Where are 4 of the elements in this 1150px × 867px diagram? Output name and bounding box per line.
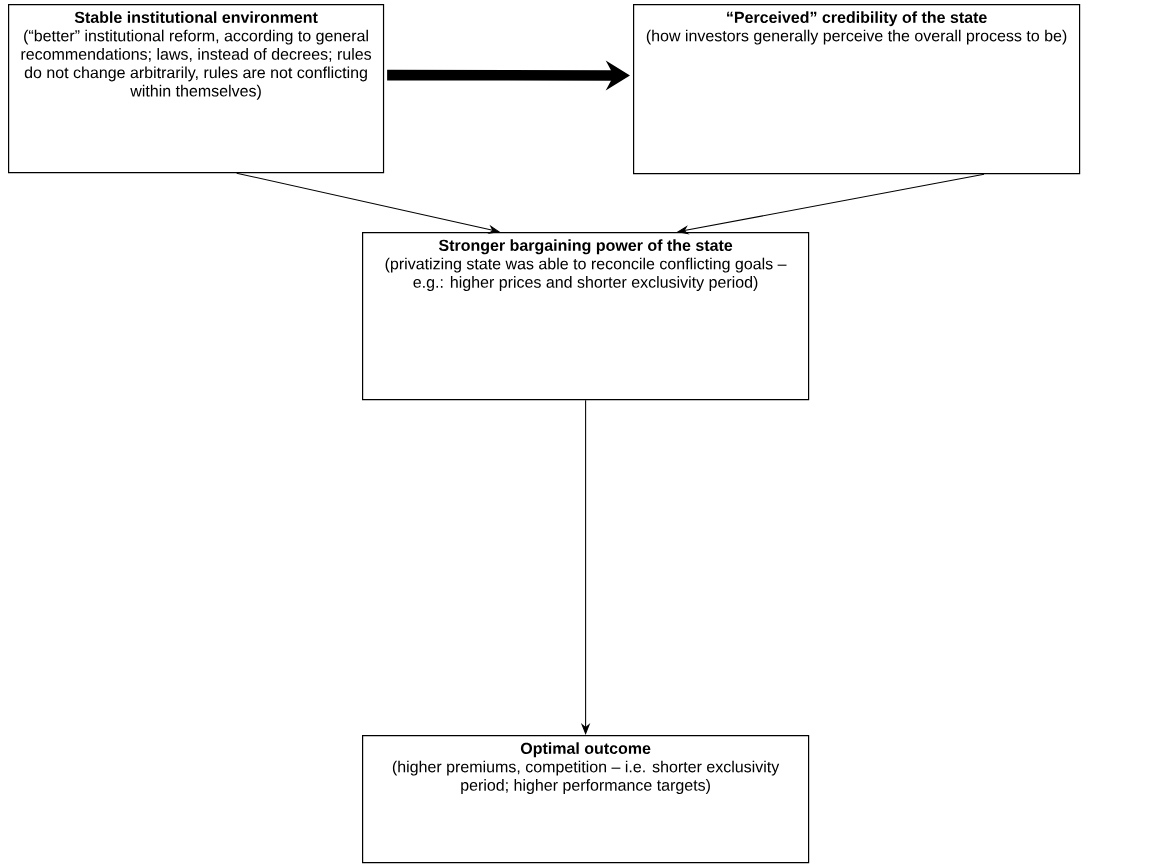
text-box: Optimal outcome (higher premiums, competition – i.e. shorter exclusivity period; higher performance targets) <box>362 735 810 864</box>
text-box: “Perceived” credibility of the state (how investors generally perceive the overall process to be) <box>633 4 1081 175</box>
text-box: Stable institutional environment (“better” institutional reform, according to general recommendations; laws, instead of decrees; rules do not change arbitrarily, rules are not conflicting within themselves) <box>8 4 385 174</box>
text-box: Stronger bargaining power of the state (privatizing state was able to reconcile conflicting goals – e.g.: higher prices and shorter exclusivity period) <box>362 232 810 401</box>
